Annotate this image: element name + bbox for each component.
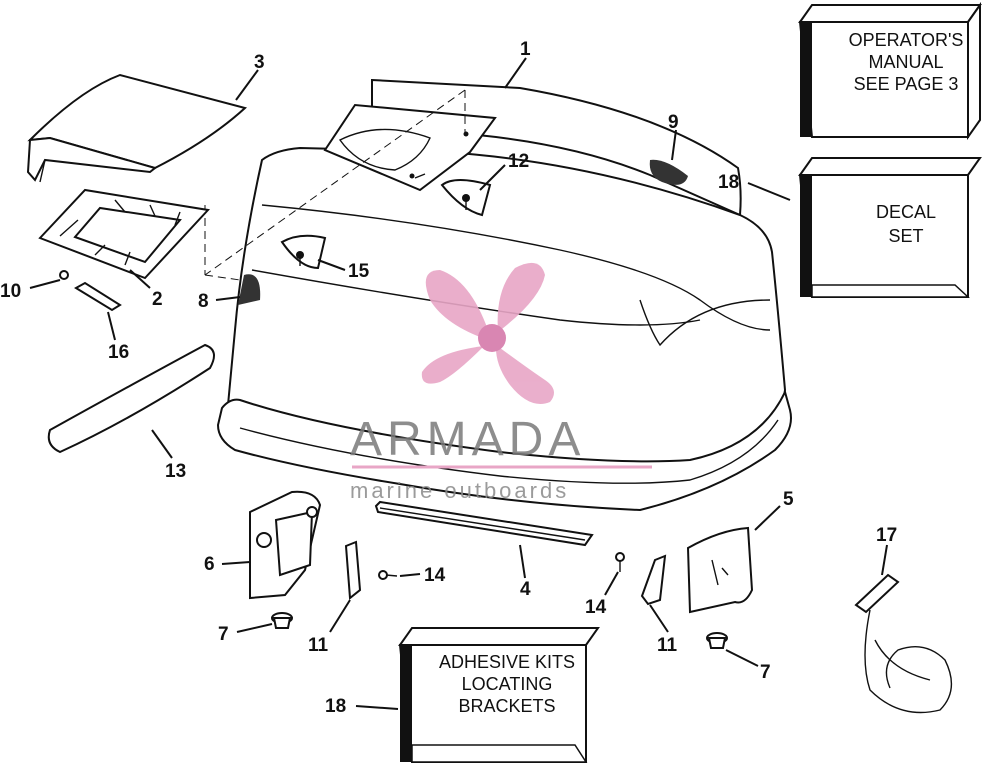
decal-line-1: DECAL [876, 202, 936, 222]
callout-7a: 7 [218, 624, 229, 645]
strip-16 [74, 281, 122, 312]
callout-6: 6 [204, 554, 215, 575]
callout-1: 1 [520, 39, 531, 60]
armada-logo [421, 262, 554, 404]
callout-11b: 11 [657, 635, 678, 656]
top-cover-part [26, 73, 248, 183]
bracket-11a [344, 540, 362, 600]
screw-10 [59, 270, 69, 280]
callout-16: 16 [108, 342, 129, 363]
callout-9: 9 [668, 112, 679, 133]
adhesive-kits-box [398, 627, 600, 763]
callout-11a: 11 [308, 635, 329, 656]
callout-17: 17 [876, 525, 897, 546]
cable-17 [854, 573, 953, 714]
callout-5: 5 [783, 489, 794, 510]
grommet-7b [706, 632, 728, 649]
callout-12: 12 [508, 151, 529, 172]
screw-14b [615, 552, 625, 572]
callout-8: 8 [198, 291, 209, 312]
watermark-brand: ARMADA [350, 413, 585, 466]
adhesive-line-3: BRACKETS [458, 696, 555, 716]
callout-7b: 7 [760, 662, 771, 683]
grommet-7a [271, 612, 293, 629]
gasket-plate-part [38, 188, 211, 280]
callout-15: 15 [348, 261, 370, 282]
callout-14a: 14 [424, 565, 446, 586]
seal-13 [47, 343, 215, 454]
leader-lines [29, 57, 888, 710]
manual-line-1: OPERATOR'S [849, 30, 964, 50]
callout-4: 4 [520, 579, 531, 600]
callout-3: 3 [254, 52, 265, 73]
latch-5 [686, 526, 754, 614]
adhesive-line-1: ADHESIVE KITS [439, 652, 575, 672]
callout-18b: 18 [325, 696, 346, 717]
watermark-tagline: marine outboards [350, 478, 569, 503]
manual-line-2: MANUAL [868, 52, 943, 72]
callout-13: 13 [165, 461, 186, 482]
adhesive-line-2: LOCATING [462, 674, 553, 694]
screw-14a [378, 570, 398, 580]
operators-manual-box [798, 1, 982, 141]
decal-set-box [798, 157, 982, 298]
callout-14b: 14 [585, 597, 607, 618]
callout-10: 10 [0, 281, 21, 302]
bracket-11b [640, 554, 667, 606]
callout-2: 2 [152, 289, 163, 310]
callout-18a: 18 [718, 172, 739, 193]
manual-line-3: SEE PAGE 3 [854, 74, 959, 94]
decal-line-2: SET [888, 226, 923, 246]
rail-4 [374, 500, 594, 547]
latch-6 [249, 490, 322, 600]
